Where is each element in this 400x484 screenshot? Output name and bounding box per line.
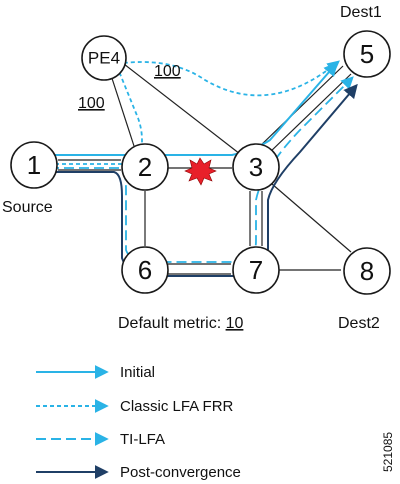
node-8[interactable]: 8	[343, 247, 391, 295]
node-2[interactable]: 2	[121, 143, 169, 191]
node-2-circle	[121, 143, 169, 191]
node-5-circle	[343, 30, 391, 78]
node-6[interactable]: 6	[121, 246, 169, 294]
node-5-label: 5	[360, 39, 374, 69]
node-6-label: 6	[138, 255, 152, 285]
link-pe4-3	[123, 63, 241, 155]
legend-label-classic-lfa: Classic LFA FRR	[120, 398, 234, 415]
caption-dest2: Dest2	[338, 315, 380, 332]
legend-label-tilfa: TI-LFA	[120, 431, 165, 448]
node-8-label: 8	[360, 256, 374, 286]
link-3-5-b	[267, 73, 352, 155]
metric-pe4-3: 100	[154, 63, 181, 80]
path-classic-lfa	[34, 60, 340, 165]
metric-pe4-2: 100	[78, 95, 105, 112]
node-7[interactable]: 7	[232, 246, 280, 294]
node-8-circle	[343, 247, 391, 295]
node-pe4-circle	[81, 35, 127, 81]
node-pe4-label: PE4	[88, 49, 120, 68]
node-1-label: 1	[27, 150, 41, 180]
legend-label-post-convergence: Post-convergence	[120, 464, 241, 481]
link-3-5-a	[257, 65, 344, 149]
link-3-8	[271, 183, 352, 253]
explosion-icon	[184, 157, 217, 186]
node-3-label: 3	[249, 152, 263, 182]
node-2-label: 2	[138, 152, 152, 182]
node-3-circle	[232, 143, 280, 191]
figure-id: 521085	[381, 432, 395, 472]
node-pe4[interactable]: PE4	[81, 35, 127, 81]
default-metric-caption: Default metric: 10	[118, 315, 243, 332]
legend-item-classic-lfa: Classic LFA FRR	[36, 398, 234, 415]
node-6-circle	[121, 246, 169, 294]
legend-item-post-convergence: Post-convergence	[36, 464, 241, 481]
legend: Initial Classic LFA FRR TI-LFA Post-conv…	[36, 364, 241, 481]
links	[58, 63, 352, 275]
legend-label-initial: Initial	[120, 364, 155, 381]
path-post-convergence	[34, 83, 358, 277]
default-metric-label: Default metric:	[118, 315, 226, 332]
link-pe4-2	[107, 65, 135, 147]
node-7-circle	[232, 246, 280, 294]
node-3[interactable]: 3	[232, 143, 280, 191]
legend-item-initial: Initial	[36, 364, 155, 381]
node-1-circle	[10, 141, 58, 189]
caption-dest1: Dest1	[340, 4, 382, 21]
node-5[interactable]: 5	[343, 30, 391, 78]
node-7-label: 7	[249, 255, 263, 285]
legend-item-tilfa: TI-LFA	[36, 431, 165, 448]
caption-source: Source	[2, 199, 53, 216]
node-1[interactable]: 1	[10, 141, 58, 189]
default-metric-value: 10	[226, 315, 244, 332]
